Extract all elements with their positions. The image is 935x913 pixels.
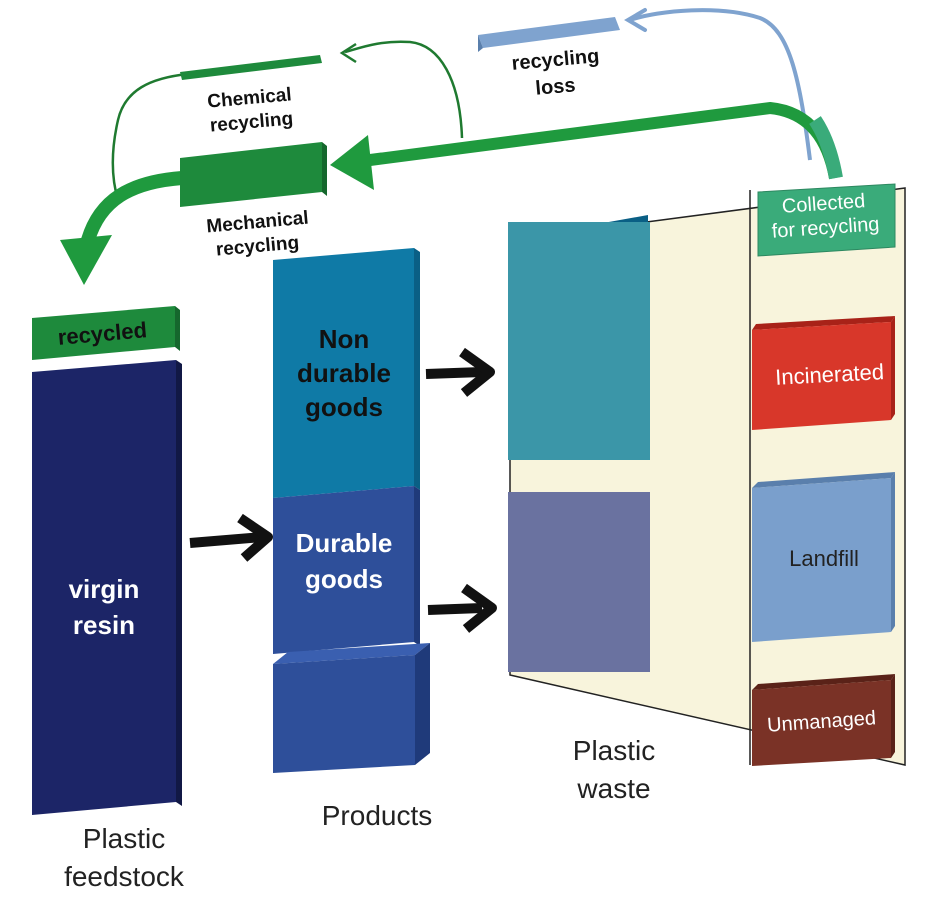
durable-to-waste-arrow (427, 583, 497, 633)
plastic-waste-caption: Plastic (573, 735, 655, 766)
nondurable-to-waste-arrow (425, 347, 495, 397)
non-durable-label-2: durable (297, 358, 391, 388)
recycling-return-arrow (60, 171, 183, 285)
recycling-loss-label: recycling (511, 45, 600, 75)
chemical-recycling-label-2: recycling (209, 108, 294, 136)
chemical-recycling-arrow (111, 40, 464, 201)
mechanical-recycling-bar (180, 142, 327, 207)
landfill-label: Landfill (789, 546, 859, 571)
recycled-block: recycled (32, 306, 180, 360)
nondurable-waste-block (508, 215, 650, 460)
non-durable-label-3: goods (305, 392, 383, 422)
plastic-feedstock-caption-2: feedstock (64, 861, 185, 892)
recycling-loss-label-2: loss (535, 74, 577, 99)
virgin-resin-label: virgin (69, 574, 140, 604)
recycling-main-arrow (330, 101, 843, 190)
products-caption: Products (322, 800, 433, 831)
durable-label-2: goods (305, 564, 383, 594)
durable-goods-block: Durable goods (273, 486, 420, 654)
durable-goods-base-block (273, 643, 430, 773)
plastic-feedstock-caption: Plastic (83, 823, 165, 854)
incinerated-label: Incinerated (775, 359, 885, 390)
mechanical-recycling-label-2: recycling (215, 232, 300, 260)
non-durable-goods-block: Non durable goods (273, 248, 420, 498)
chemical-recycling-bar (180, 55, 322, 80)
recycling-loss-arrow (624, 8, 812, 161)
non-durable-label: Non (319, 324, 370, 354)
collected-for-recycling-block: Collected for recycling (757, 183, 896, 257)
landfill-block: Landfill (752, 472, 895, 642)
unmanaged-block: Unmanaged (752, 674, 895, 766)
incinerated-block: Incinerated (752, 316, 895, 430)
durable-waste-block (508, 492, 650, 672)
chemical-recycling-label: Chemical (207, 84, 293, 112)
virgin-resin-label-2: resin (73, 610, 135, 640)
virgin-resin-block: virgin resin (32, 360, 182, 815)
recycling-loss-bar (478, 17, 620, 52)
feedstock-to-products-arrow (189, 513, 273, 562)
plastic-waste-caption-2: waste (576, 773, 650, 804)
durable-label: Durable (296, 528, 393, 558)
